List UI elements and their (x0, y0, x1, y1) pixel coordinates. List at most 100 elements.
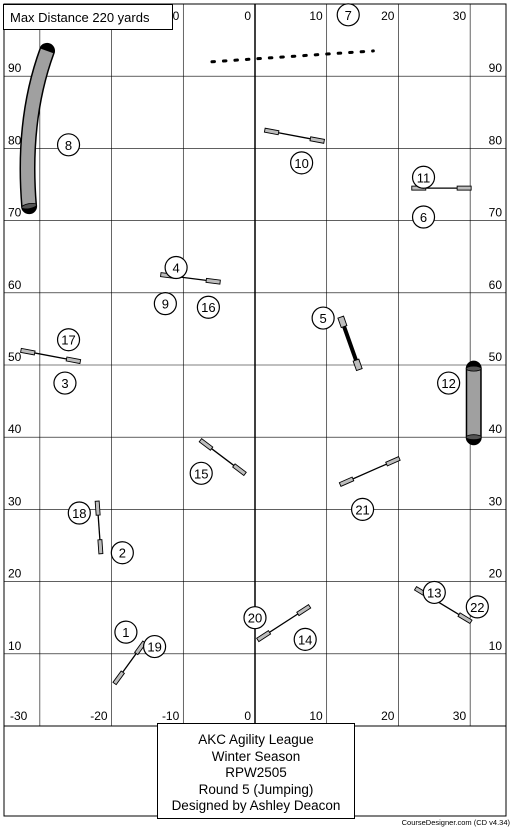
x-tick-label: 20 (381, 709, 395, 723)
obstacle-number: 10 (294, 156, 308, 171)
obstacle-number-circle (164, 255, 188, 280)
obstacle-number-circle (143, 634, 167, 659)
y-tick-label-right: 10 (489, 639, 503, 653)
obstacle-number-circle (67, 501, 91, 525)
obstacle-number-circle (114, 620, 138, 644)
y-tick-label-right: 90 (489, 61, 503, 75)
y-tick-label-left: 80 (8, 133, 22, 147)
jump-wing (457, 612, 473, 625)
obstacle-number-circle (350, 497, 375, 521)
obstacle-number-circle (411, 165, 436, 189)
obstacle-number-circle (290, 151, 314, 175)
y-tick-label-right: 60 (489, 278, 503, 292)
jump-wing (232, 463, 247, 477)
y-tick-label-left: 10 (8, 639, 22, 653)
y-tick-label-right: 50 (489, 350, 503, 364)
top-tick-label: 20 (381, 9, 395, 23)
obstacle-number: 6 (420, 210, 427, 225)
jump-wing (198, 437, 214, 451)
obstacle-number-circle (437, 371, 461, 395)
y-tick-label-left: 70 (8, 206, 22, 220)
obstacle-number: 17 (61, 333, 75, 348)
y-tick-label-left: 60 (8, 278, 22, 292)
league-name: AKC Agility League (198, 732, 314, 747)
designer-name: Designed by Ashley Deacon (171, 798, 341, 813)
obstacle-number: 4 (172, 261, 179, 276)
top-tick-label: 30 (453, 9, 467, 23)
y-tick-label-left: 50 (8, 350, 22, 364)
x-tick-label: 0 (244, 709, 251, 723)
y-tick-label-right: 70 (489, 206, 503, 220)
obstacle-number-circle (311, 306, 335, 330)
jump-wing (256, 629, 272, 643)
x-tick-label: 30 (453, 709, 467, 723)
season-name: Winter Season (211, 748, 301, 764)
obstacle-number: 22 (470, 600, 484, 615)
x-tick-label: 10 (309, 709, 323, 723)
obstacle-number: 16 (201, 300, 215, 315)
obstacle-number: 5 (320, 311, 327, 326)
obstacle-number-circle (243, 606, 267, 630)
y-tick-label-left: 20 (8, 567, 22, 581)
tunnel-end (21, 202, 37, 210)
obstacle-number: 12 (441, 376, 455, 391)
obstacle-number-circle (189, 461, 213, 485)
jump-wing (385, 456, 401, 467)
curved-tunnel-body (21, 48, 54, 207)
obstacle-number-circle (465, 595, 489, 619)
obstacle-number: 3 (61, 376, 68, 391)
x-tick-label: -20 (90, 709, 108, 723)
obstacle-number-circle (53, 371, 77, 395)
x-tick-label: -30 (10, 709, 28, 723)
obstacle-number: 9 (162, 297, 169, 312)
course-info-box: AKC Agility League Winter Season RPW2505… (157, 723, 355, 819)
obstacle-number: 18 (72, 506, 86, 521)
credit-text: CourseDesigner.com (CD v4.34) (401, 818, 510, 827)
obstacle-number-circle (293, 627, 317, 651)
jump-wing (263, 127, 280, 136)
obstacle-number-circle (56, 133, 81, 157)
jump-wing (309, 136, 326, 144)
wall-dots (210, 49, 375, 64)
y-tick-label-right: 30 (489, 494, 503, 508)
y-tick-label-right: 20 (489, 567, 503, 581)
top-tick-label: 0 (244, 9, 251, 23)
obstacle-number-circle (196, 295, 220, 319)
obstacle-number: 2 (119, 546, 126, 561)
jump-wing (338, 476, 355, 487)
max-distance-label: Max Distance 220 yards (3, 4, 173, 30)
obstacle-number: 1 (122, 625, 129, 640)
top-tick-label: 10 (309, 9, 323, 23)
jump-wing (94, 500, 101, 516)
obstacle-number: 8 (65, 138, 72, 153)
obstacle-number-circle (411, 205, 436, 229)
jump-wing (112, 670, 126, 686)
jump-wing (20, 347, 36, 356)
obstacle-number: 7 (345, 8, 352, 23)
jump-wing (65, 356, 82, 365)
tunnel-end (465, 365, 482, 372)
course-code: RPW2505 (225, 765, 287, 780)
obstacle-number: 20 (248, 611, 262, 626)
jump-wing (456, 185, 472, 191)
jump-wing (296, 604, 312, 617)
jump-wing (97, 539, 104, 555)
tunnel-end (465, 434, 482, 441)
tire-post (337, 315, 348, 329)
obstacle-number: 21 (355, 502, 369, 517)
x-tick-label: -10 (162, 709, 180, 723)
obstacle-number-circle (110, 541, 134, 565)
obstacle-number-circle (422, 580, 446, 605)
round-name: Round 5 (Jumping) (198, 781, 314, 797)
y-tick-label-left: 90 (8, 61, 22, 75)
obstacle-number-circle (336, 3, 360, 27)
y-tick-label-left: 30 (8, 494, 22, 508)
obstacle-number: 13 (427, 585, 441, 600)
tire-post (352, 358, 363, 372)
obstacle-number-circle (56, 328, 81, 352)
y-tick-label-right: 80 (489, 133, 503, 147)
obstacle-number-circle (153, 292, 177, 316)
jump-wing (205, 277, 221, 285)
obstacle-number: 14 (298, 632, 312, 647)
